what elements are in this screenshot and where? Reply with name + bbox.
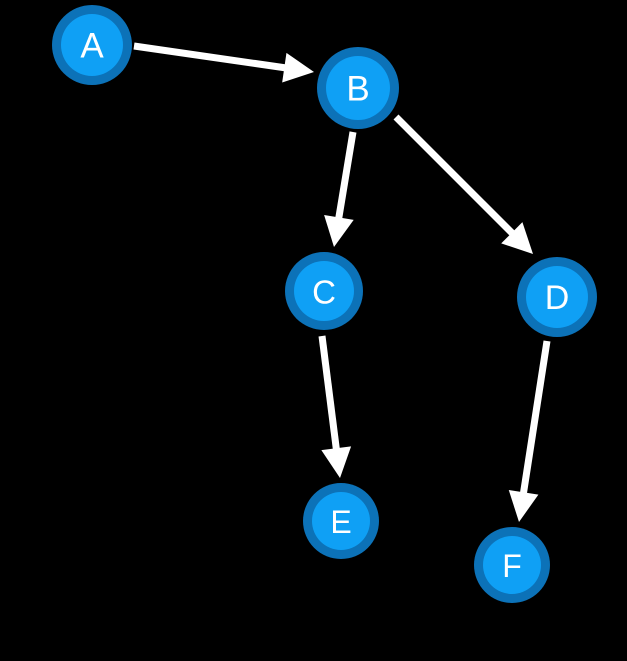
node-label: C	[312, 274, 336, 311]
arrowhead-icon	[324, 214, 354, 247]
edge-b-d	[393, 114, 533, 254]
node-label: E	[330, 504, 351, 540]
nodes-layer: A B C D E F	[52, 5, 597, 603]
arrowhead-icon	[321, 446, 352, 478]
node-core	[526, 266, 588, 328]
edges-layer	[133, 42, 551, 522]
node-core	[61, 14, 123, 76]
node-c[interactable]: C	[285, 252, 363, 330]
edge-c-e	[318, 335, 352, 478]
node-label: A	[80, 27, 104, 66]
edge-a-b	[133, 42, 314, 83]
edge-line	[393, 114, 517, 238]
node-e[interactable]: E	[303, 483, 379, 559]
node-label: B	[346, 70, 369, 109]
node-core	[483, 536, 541, 594]
edge-line	[133, 42, 288, 72]
edge-line	[519, 340, 551, 496]
edge-d-f	[508, 340, 551, 522]
node-d[interactable]: D	[517, 257, 597, 337]
node-f[interactable]: F	[474, 527, 550, 603]
node-core	[326, 56, 390, 120]
node-core	[312, 492, 370, 550]
node-label: D	[545, 279, 570, 317]
node-b[interactable]: B	[317, 47, 399, 129]
node-core	[294, 261, 354, 321]
arrowhead-icon	[501, 222, 533, 254]
arrowhead-icon	[282, 52, 314, 83]
edge-line	[318, 335, 341, 452]
node-a[interactable]: A	[52, 5, 132, 85]
edge-line	[334, 131, 357, 221]
edge-b-c	[324, 131, 357, 247]
arrowhead-icon	[508, 490, 539, 522]
node-label: F	[502, 548, 522, 584]
